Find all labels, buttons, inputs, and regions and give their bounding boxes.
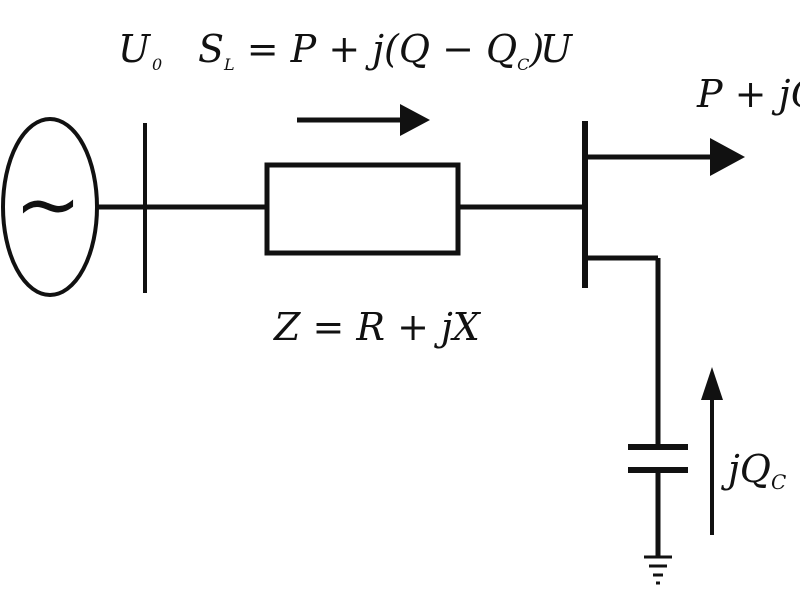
load-flow-label: P + jQ [696,72,800,116]
capacitor-reactive-power-label: jQC [721,447,786,494]
load-arrow-head [710,138,745,176]
capacitor-arrow-head [701,367,723,400]
impedance-label: Z = R + jX [273,305,482,349]
generator-tilde: ~ [14,158,81,251]
power-flow-arrow-head [400,104,430,136]
impedance-box [264,162,461,256]
line-power-label: SL = P + j(Q − QC) [198,27,544,74]
bus-voltage-label: U [540,27,574,71]
